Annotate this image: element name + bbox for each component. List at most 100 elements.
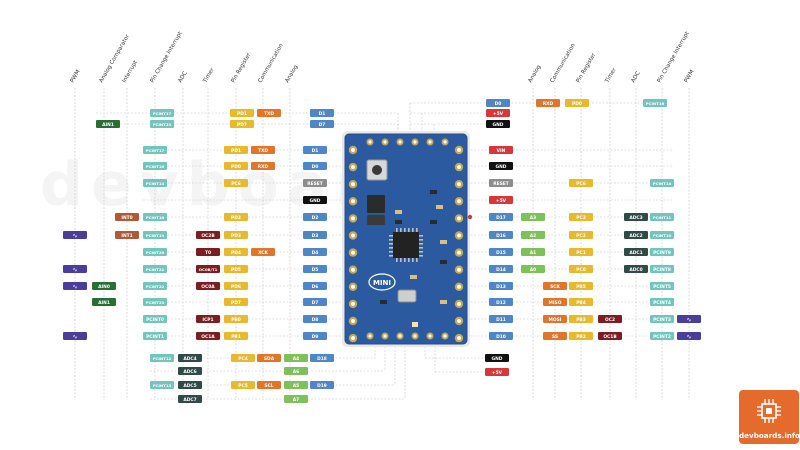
left-pin_reg-4-box (224, 213, 248, 221)
left-digital-0-box (303, 146, 327, 154)
smd-component (440, 240, 447, 244)
bottom-right-ground-0-box (485, 354, 509, 362)
bottom-left-analog-1-text: A6 (293, 369, 299, 375)
right-pin_reg-5-box (569, 231, 593, 239)
right-digital-4-box (489, 213, 513, 221)
left-pcint-0: PCINT17 (143, 146, 167, 154)
top-left-digital-0: D1 (310, 109, 334, 117)
left-pcint-1: PCINT16 (143, 162, 167, 170)
header-pin-hole (351, 216, 355, 221)
right-adc-5-text: ADC2 (629, 233, 642, 239)
right-pcint-7: PCINT8 (650, 265, 674, 273)
right-pcint-11-text: PCINT2 (653, 334, 671, 340)
bottom-left-analog-0: A4 (284, 354, 308, 362)
right-digital-6-box (489, 248, 513, 256)
left-digital-4-text: D2 (312, 215, 319, 221)
right-digital-11-box (489, 332, 513, 340)
bottom-left-pin_reg-2: PC5 (231, 381, 255, 389)
right-pin_reg-7: PC0 (569, 265, 593, 273)
regulator-tab (367, 215, 385, 225)
left-interrupt-5-box (115, 231, 139, 239)
bottom-left-analog-2-box (284, 381, 308, 389)
left-comm-6: XCK (251, 248, 275, 256)
right-comm-10-text: MOSI (549, 317, 562, 323)
header-pin-hole (457, 336, 461, 341)
connection-dot (467, 214, 473, 220)
devboards-logo[interactable]: devboards.info (739, 390, 800, 444)
top-left-comm-0: TXD (257, 109, 281, 117)
right-header-pwm: PWM (684, 69, 696, 84)
bottom-pad-hole (428, 334, 432, 338)
top-right-digital-0: D0 (486, 99, 510, 107)
right-adc-7-box (624, 265, 648, 273)
left-pcint-11-box (143, 332, 167, 340)
left-pwm-7: ∿ (63, 265, 87, 273)
right-pcint-11: PCINT2 (650, 332, 674, 340)
left-pcint-0-box (143, 146, 167, 154)
left-pin_reg-7-box (224, 265, 248, 273)
right-power-0: VIN (489, 146, 513, 154)
left-pcint-4-text: PCINT18 (146, 215, 165, 220)
right-pcint-6-text: PCINT9 (653, 250, 671, 256)
left-digital-5-box (303, 231, 327, 239)
left-digital-10-text: D8 (312, 317, 319, 323)
mcu-leg (419, 255, 423, 257)
right-analog-4-text: A3 (530, 215, 536, 221)
left-timer-7: OC0B/T1 (196, 265, 220, 273)
right-pcint-4-box (650, 213, 674, 221)
right-adc-6-text: ADC1 (629, 250, 642, 256)
left-pin_reg-6-box (224, 248, 248, 256)
left-digital-4: D2 (303, 213, 327, 221)
header-pin-hole (351, 284, 355, 289)
left-pin_reg-11-text: PB1 (231, 334, 241, 340)
left-pin_reg-1-box (224, 162, 248, 170)
right-comm-8: SCK (543, 282, 567, 290)
top-right-pcint-0: PCINT16 (643, 99, 667, 107)
right-timer-10-text: OC2 (605, 317, 615, 323)
left-timer-7-box (196, 265, 220, 273)
left-timer-11-box (196, 332, 220, 340)
smd-component (440, 260, 447, 264)
top-right-ground-2-box (486, 120, 510, 128)
pwm-symbol: ∿ (686, 333, 691, 340)
left-header-pin-register: Pin Register (231, 52, 253, 84)
bottom-left-analog-2-text: A5 (293, 383, 299, 389)
left-interrupt-5: INT1 (115, 231, 139, 239)
smd-component (430, 220, 437, 224)
top-left-comm-0-box (257, 109, 281, 117)
bottom-pad-hole (368, 334, 372, 338)
right-analog-5-text: A2 (530, 233, 536, 239)
bottom-left-pin_reg-2-text: PC5 (238, 383, 248, 389)
right-power-0-box (489, 146, 513, 154)
top-left-comparator-1-text: AIN1 (102, 122, 114, 128)
left-comm-1-text: RXD (258, 164, 269, 170)
left-pcint-10-text: PCINT0 (146, 317, 164, 323)
mcu-leg (419, 243, 423, 245)
header-pin-hole (351, 267, 355, 272)
top-left-pcint-1-box (150, 120, 174, 128)
smd-component (395, 210, 402, 214)
top-pad-hole (443, 140, 447, 144)
left-pcint-8: PCINT22 (143, 282, 167, 290)
bottom-left-adc-2-text: ADC5 (183, 383, 196, 389)
bottom-left-analog-3-text: A7 (293, 397, 299, 403)
header-pin-hole (457, 250, 461, 255)
left-pcint-6: PCINT20 (143, 248, 167, 256)
left-pwm-8: ∿ (63, 282, 87, 290)
left-pwm-5-box (63, 231, 87, 239)
right-pcint-5: PCINT10 (650, 231, 674, 239)
top-right-ground-2: GND (486, 120, 510, 128)
bottom-left-pcint-2-text: PCINT13 (153, 383, 172, 388)
bottom-left-comm-0-box (257, 354, 281, 362)
right-pin_reg-7-text: PC0 (576, 267, 586, 273)
right-pin_reg-6-text: PC1 (576, 250, 586, 256)
bottom-right-power-1: +5V (485, 368, 509, 376)
left-digital-7-box (303, 265, 327, 273)
right-digital-5-box (489, 231, 513, 239)
mcu-leg (416, 258, 418, 262)
bottom-left-adc-0-box (178, 354, 202, 362)
left-pin_reg-7-text: PD5 (231, 267, 241, 273)
left-digital-5-text: D3 (312, 233, 319, 239)
right-pcint-9-box (650, 298, 674, 306)
right-comm-9-box (543, 298, 567, 306)
